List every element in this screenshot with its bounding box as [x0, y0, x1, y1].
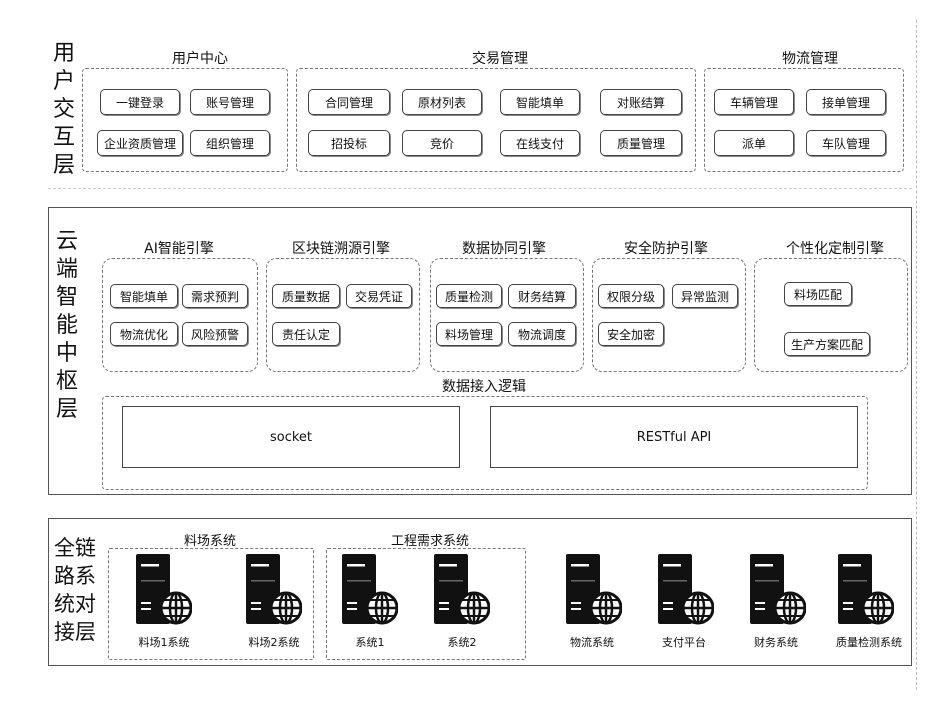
globe-icon — [591, 593, 621, 623]
globe-icon — [161, 593, 191, 623]
server-node-quality-inspection[interactable] — [838, 552, 894, 630]
socket-box[interactable]: socket — [122, 406, 460, 468]
engine-anomaly-monitoring[interactable]: 异常监测 — [672, 284, 738, 308]
restful-api-box[interactable]: RESTful API — [490, 406, 858, 468]
globe-icon — [683, 593, 713, 623]
module-vehicle-management[interactable]: 车辆管理 — [714, 89, 794, 115]
security-engine-label: 安全防护引擎 — [606, 238, 726, 258]
server-node-finance[interactable] — [750, 552, 806, 630]
server-label-payment: 支付平台 — [644, 634, 724, 650]
globe-icon — [459, 593, 489, 623]
server-label-logistics: 物流系统 — [552, 634, 632, 650]
module-bidding[interactable]: 招投标 — [308, 130, 390, 156]
data-engine-label: 数据协同引擎 — [444, 238, 564, 258]
globe-icon — [775, 593, 805, 623]
module-organization-management[interactable]: 组织管理 — [190, 130, 270, 156]
module-smart-form-fill[interactable]: 智能填单 — [500, 89, 580, 115]
engine-security-encryption[interactable]: 安全加密 — [598, 322, 664, 346]
logistics-management-group — [704, 68, 904, 172]
server-icon — [136, 552, 192, 630]
server-label-finance: 财务系统 — [736, 634, 816, 650]
server-node-yard2[interactable] — [246, 552, 302, 630]
engine-responsibility-determination[interactable]: 责任认定 — [272, 322, 340, 346]
engine-logistics-optimization[interactable]: 物流优化 — [110, 322, 178, 346]
engineering-system-label: 工程需求系统 — [372, 530, 488, 549]
server-icon — [750, 552, 806, 630]
module-one-click-login[interactable]: 一键登录 — [100, 89, 180, 115]
user-layer-title: 用户交互层 — [52, 40, 76, 180]
globe-icon — [367, 593, 397, 623]
globe-icon — [863, 593, 893, 623]
ai-engine-group — [102, 258, 258, 372]
integration-layer-title: 全链路系统对接层 — [52, 534, 98, 654]
right-edge-guide — [916, 20, 917, 690]
module-auction[interactable]: 竞价 — [402, 130, 482, 156]
trade-management-label: 交易管理 — [440, 48, 560, 68]
server-label-yard1: 料场1系统 — [124, 634, 204, 650]
server-icon — [246, 552, 302, 630]
module-online-payment[interactable]: 在线支付 — [500, 130, 580, 156]
engine-quality-inspection[interactable]: 质量检测 — [436, 284, 502, 308]
module-account-management[interactable]: 账号管理 — [190, 89, 270, 115]
server-icon — [838, 552, 894, 630]
server-icon — [434, 552, 490, 630]
module-reconciliation-settlement[interactable]: 对账结算 — [600, 89, 682, 115]
data-access-label: 数据接入逻辑 — [424, 376, 544, 396]
blockchain-engine-label: 区块链溯源引擎 — [276, 238, 406, 258]
globe-icon — [271, 593, 301, 623]
ai-engine-label: AI智能引擎 — [120, 238, 238, 258]
server-label-system1: 系统1 — [330, 634, 410, 650]
module-quality-management[interactable]: 质量管理 — [600, 130, 682, 156]
module-order-acceptance[interactable]: 接单管理 — [806, 89, 886, 115]
engine-permission-levels[interactable]: 权限分级 — [598, 284, 664, 308]
server-node-yard1[interactable] — [136, 552, 192, 630]
module-raw-material-list[interactable]: 原材列表 — [402, 89, 482, 115]
server-label-quality-inspection: 质量检测系统 — [824, 634, 914, 650]
logistics-management-label: 物流管理 — [750, 48, 870, 68]
server-node-payment[interactable] — [658, 552, 714, 630]
engine-yard-matching[interactable]: 料场匹配 — [784, 282, 852, 306]
module-fleet-management[interactable]: 车队管理 — [806, 130, 886, 156]
custom-engine-label: 个性化定制引擎 — [770, 238, 900, 258]
server-node-logistics[interactable] — [566, 552, 622, 630]
engine-yard-management[interactable]: 料场管理 — [436, 322, 502, 346]
server-icon — [342, 552, 398, 630]
trade-management-group — [296, 68, 696, 172]
cloud-layer-title: 云端智能中枢层 — [54, 228, 80, 428]
engine-logistics-dispatch[interactable]: 物流调度 — [508, 322, 576, 346]
server-node-system1[interactable] — [342, 552, 398, 630]
engine-demand-forecast[interactable]: 需求预判 — [182, 284, 248, 308]
blockchain-engine-group — [266, 258, 420, 372]
engine-production-plan-matching[interactable]: 生产方案匹配 — [784, 332, 870, 356]
engine-risk-warning[interactable]: 风险预警 — [182, 322, 248, 346]
engine-transaction-voucher[interactable]: 交易凭证 — [346, 284, 412, 308]
engine-smart-form-fill[interactable]: 智能填单 — [110, 284, 178, 308]
server-label-system2: 系统2 — [422, 634, 502, 650]
server-icon — [658, 552, 714, 630]
user-layer-bottom-divider — [48, 188, 912, 189]
engine-financial-settlement[interactable]: 财务结算 — [508, 284, 576, 308]
engine-quality-data[interactable]: 质量数据 — [272, 284, 340, 308]
server-label-yard2: 料场2系统 — [234, 634, 314, 650]
user-center-group — [82, 68, 288, 172]
data-engine-group — [430, 258, 584, 372]
server-node-system2[interactable] — [434, 552, 490, 630]
module-contract-management[interactable]: 合同管理 — [308, 89, 390, 115]
module-dispatch[interactable]: 派单 — [714, 130, 794, 156]
server-icon — [566, 552, 622, 630]
module-enterprise-qualification[interactable]: 企业资质管理 — [97, 130, 183, 156]
user-center-label: 用户中心 — [140, 48, 260, 68]
yard-system-label: 料场系统 — [160, 530, 260, 549]
security-engine-group — [592, 258, 746, 372]
